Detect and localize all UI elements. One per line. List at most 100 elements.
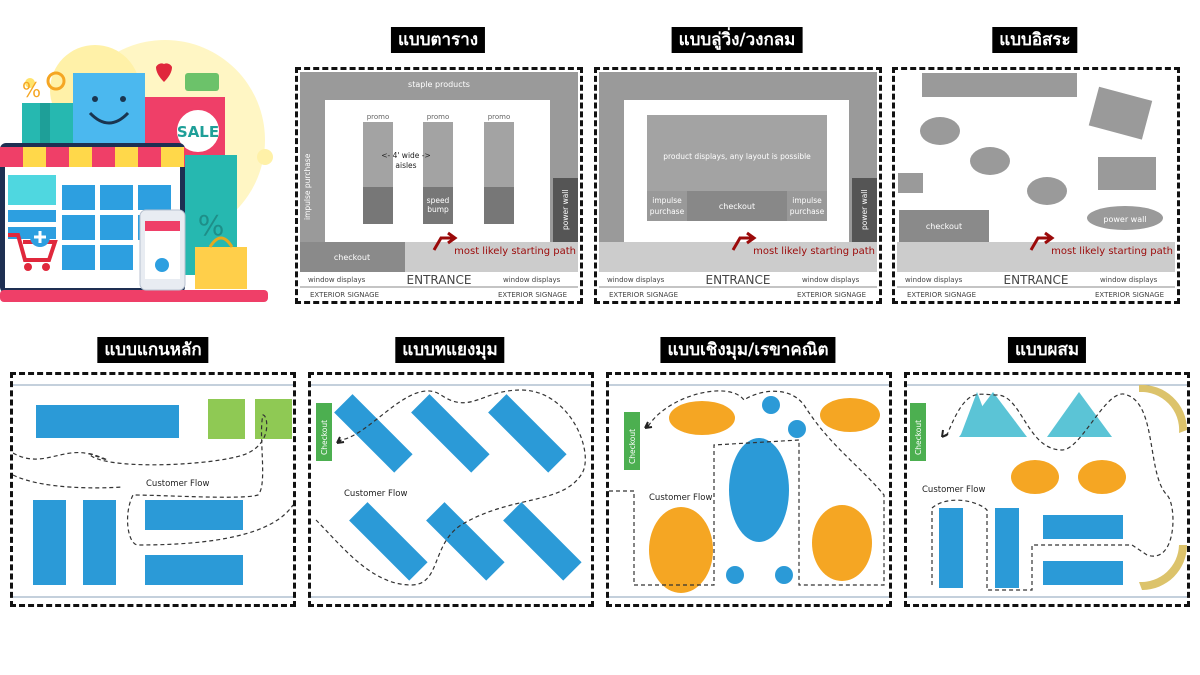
impulse-left	[647, 191, 687, 221]
svg-text:promo: promo	[367, 113, 390, 121]
fixture-bar	[1043, 561, 1123, 585]
power-wall	[1087, 206, 1163, 230]
diagonal-fixture	[349, 502, 428, 581]
entrance-label: ENTRANCE	[407, 273, 472, 287]
heart-icon	[156, 63, 172, 82]
window-displays-right: window displays	[503, 276, 561, 284]
customer-flow-label: Customer Flow	[146, 479, 209, 489]
svg-text:EXTERIOR SIGNAGE: EXTERIOR SIGNAGE	[797, 291, 866, 299]
svg-text:checkout: checkout	[334, 253, 370, 262]
svg-text:Checkout: Checkout	[320, 420, 329, 455]
starting-path-label: most likely starting path	[753, 246, 875, 257]
svg-text:power wall: power wall	[561, 190, 570, 230]
small-fixture	[898, 173, 923, 193]
laptop-base	[0, 290, 268, 302]
power-wall	[852, 178, 877, 242]
svg-text:checkout: checkout	[926, 222, 962, 231]
awning	[0, 147, 185, 167]
product-display-block	[647, 115, 827, 191]
svg-text:promo: promo	[488, 113, 511, 121]
aisle-1: promo	[363, 113, 393, 224]
checkout-counter	[300, 242, 405, 272]
smile-icon	[88, 111, 130, 125]
aisle-2: promo speed bump	[423, 113, 453, 224]
oval-fixture	[649, 507, 713, 593]
fixture-column	[83, 500, 116, 585]
title-free-flow-layout: แบบอิสระ	[992, 27, 1078, 53]
flow-arrow-icon	[644, 421, 653, 429]
small-bag	[195, 247, 247, 289]
fixture-bar	[145, 555, 243, 585]
svg-text:EXTERIOR SIGNAGE: EXTERIOR SIGNAGE	[907, 291, 976, 299]
oval-fixture	[812, 505, 872, 581]
aisle-width-label: <- 4' wide ->	[381, 151, 431, 160]
checkout-counter	[899, 210, 989, 242]
front-zone	[599, 242, 877, 272]
arc-fixture	[1139, 384, 1187, 433]
checkout-sign	[316, 403, 332, 461]
tag-icon	[185, 73, 219, 91]
title-mixed-layout: แบบผสม	[1007, 337, 1087, 363]
customer-flow-label: Customer Flow	[344, 489, 407, 499]
checkout-sign	[624, 412, 640, 470]
flow-arrow-icon	[941, 429, 949, 438]
diagonal-fixture	[426, 502, 505, 581]
svg-text:impulse: impulse	[652, 196, 682, 205]
round-fixture	[920, 117, 960, 145]
title-grid-layout: แบบตาราง	[390, 27, 486, 53]
customer-flow-path	[315, 389, 586, 586]
round-fixture	[726, 566, 744, 584]
staple-products-label: staple products	[408, 80, 470, 89]
aisle-3: promo	[484, 113, 514, 224]
impulse-right	[787, 191, 827, 221]
oval-fixture	[669, 401, 735, 435]
fixture-column	[33, 500, 66, 585]
fixture-bar	[145, 500, 243, 530]
mixed-layout-diagram: Checkout Customer Flow	[904, 372, 1190, 607]
svg-text:checkout: checkout	[719, 202, 755, 211]
spine-layout-diagram: Customer Flow	[10, 372, 296, 607]
diagonal-fixture	[503, 502, 582, 581]
svg-text:Checkout: Checkout	[628, 429, 637, 464]
phone-cart-icon	[155, 258, 169, 272]
svg-text:window displays: window displays	[905, 276, 963, 284]
exterior-signage-right: EXTERIOR SIGNAGE	[498, 291, 567, 299]
wall-fixture	[922, 73, 1077, 97]
arc-fixture	[1139, 545, 1187, 590]
entrance-label: ENTRANCE	[1004, 273, 1069, 287]
fixture-bar	[1043, 515, 1123, 539]
title-spine-layout: แบบแกนหลัก	[97, 337, 209, 363]
svg-text:purchase: purchase	[650, 207, 685, 216]
svg-text:EXTERIOR SIGNAGE: EXTERIOR SIGNAGE	[1095, 291, 1164, 299]
cart-icon	[8, 227, 58, 271]
svg-text:power wall: power wall	[1103, 215, 1146, 224]
fixture-column	[995, 508, 1019, 588]
percent-symbol-icon: %	[22, 78, 41, 102]
path-arrow-icon	[432, 231, 458, 251]
svg-text:window displays: window displays	[802, 276, 860, 284]
magnifier-icon	[46, 71, 66, 91]
angled-fixture	[1088, 86, 1153, 140]
shopping-bag	[73, 73, 145, 155]
triangle-fixture	[959, 392, 1027, 437]
power-wall	[553, 178, 578, 242]
percent-icon: %	[198, 209, 225, 242]
geometric-layout-diagram: Checkout Customer Flow	[606, 372, 892, 607]
diagonal-fixture	[488, 394, 567, 473]
fixture-square	[208, 399, 245, 439]
title-geometric-layout: แบบเชิงมุม/เรขาคณิต	[660, 337, 836, 363]
oval-fixture	[820, 398, 880, 432]
triangle-fixture	[1047, 392, 1112, 437]
large-oval-fixture	[729, 438, 789, 542]
diagonal-fixtures	[334, 394, 582, 581]
diagonal-fixture	[411, 394, 490, 473]
sale-text: SALE	[177, 123, 219, 141]
svg-text:bump: bump	[427, 205, 449, 214]
svg-text:product displays, any layout i: product displays, any layout is possible	[663, 152, 811, 161]
free-flow-layout-diagram: power wall checkout most likely starting…	[892, 67, 1180, 304]
path-arrow-icon	[731, 231, 757, 251]
checkout-sign	[910, 403, 926, 461]
svg-text:purchase: purchase	[790, 207, 825, 216]
svg-text:window displays: window displays	[1100, 276, 1158, 284]
customer-flow-path	[609, 390, 885, 586]
